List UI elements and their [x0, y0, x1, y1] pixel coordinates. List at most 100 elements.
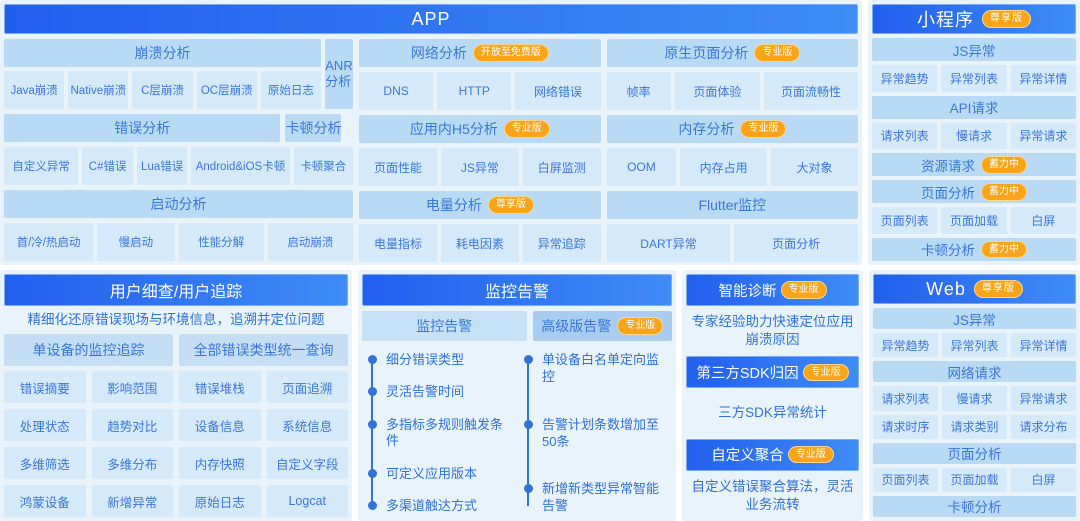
- flutter-header: Flutter监控: [606, 191, 858, 219]
- mini-js-header: JS异常: [872, 38, 1076, 62]
- user-trace-item: 页面追溯: [266, 371, 348, 404]
- user-trace-item: 处理状态: [4, 409, 86, 442]
- app-battery-item: 电量指标: [359, 224, 437, 262]
- smart-diagnosis-title: 智能诊断: [718, 283, 777, 300]
- alerting-basic-item: 灵活告警时间: [368, 384, 514, 401]
- web-network-item: 慢请求: [942, 386, 1007, 411]
- sdk-attribution-bar: 第三方SDK归因 专业版: [686, 356, 859, 389]
- app-network-item: 网络错误: [515, 72, 601, 110]
- network-header: 网络分析 开放至免费版: [359, 39, 601, 67]
- user-trace-item: 错误摘要: [4, 371, 86, 404]
- web-js-item: 异常趋势: [873, 333, 938, 358]
- app-error-item: Lua错误: [136, 147, 188, 185]
- user-trace-subheader: 全部错误类型统一查询: [179, 334, 348, 367]
- mini-api-items-row: 请求列表 慢请求 异常请求: [872, 122, 1076, 150]
- web-network-item: 请求列表: [873, 386, 938, 411]
- user-trace-item: 自定义字段: [266, 447, 348, 480]
- alerting-advanced-item: 新增新类型异常智能告警: [524, 481, 670, 515]
- mini-resource-header: 资源请求 蓄力中: [872, 153, 1076, 177]
- launch-header: 启动分析: [4, 190, 353, 218]
- mini-page-item: 白屏: [1010, 207, 1076, 234]
- user-trace-description: 精细化还原错误现场与环境信息，追溯并定位问题: [27, 312, 325, 327]
- app-columns: 崩溃分析 Java崩溃 Native崩溃 C层崩溃 OC层崩溃 原始日志 ANR…: [4, 39, 859, 262]
- upcoming-badge: 蓄力中: [981, 183, 1027, 201]
- web-network-items-row1: 请求列表 慢请求 异常请求: [873, 386, 1076, 411]
- native-page-items-row: 帧率 页面体验 页面流畅性: [606, 72, 858, 110]
- alerting-basic-item: 多指标多规则触发条件: [368, 417, 514, 451]
- web-page-item: 页面加载: [942, 467, 1007, 492]
- app-native-page-item: 页面体验: [674, 72, 761, 110]
- user-trace-item: 多维分布: [91, 447, 173, 480]
- upcoming-badge: 蓄力中: [981, 240, 1027, 259]
- user-trace-item: 原始日志: [179, 485, 261, 517]
- anr-analysis-cell: ANR 分析: [325, 39, 353, 109]
- user-trace-subheader: 单设备的监控追踪: [4, 334, 173, 367]
- alerting-subheaders: 监控告警 高级版告警 专业版: [362, 311, 672, 341]
- premium-badge: 尊享版: [487, 196, 534, 214]
- app-flutter-item: 页面分析: [734, 224, 859, 262]
- web-lag-header: 卡顿分析: [873, 495, 1076, 517]
- mini-page-items-row: 页面列表 页面加载 白屏: [872, 207, 1076, 234]
- memory-header: 内存分析 专业版: [606, 115, 858, 143]
- app-crash-item: 原始日志: [260, 71, 322, 109]
- section-diagnosis: 智能诊断 专业版 专家经验助力快速定位应用崩溃原因 第三方SDK归因 专业版 三…: [682, 270, 863, 521]
- user-trace-item: 趋势对比: [91, 409, 173, 442]
- app-crash-item: Java崩溃: [4, 71, 65, 109]
- section-user-trace: 用户细查/用户追踪 精细化还原错误现场与环境信息，追溯并定位问题 单设备的监控追…: [0, 270, 352, 521]
- app-native-page-item: 页面流畅性: [764, 72, 858, 110]
- app-memory-item: OOM: [606, 148, 677, 186]
- alerting-advanced-list: 单设备白名单定向监控 告警计划条数增加至50条 新增新类型异常智能告警: [524, 352, 670, 515]
- user-trace-title: 用户细查/用户追踪: [109, 284, 243, 301]
- lag-header: 卡顿分析: [285, 114, 342, 142]
- web-network-item: 请求类别: [942, 414, 1007, 439]
- pro-badge: 专业版: [802, 363, 849, 382]
- smart-diagnosis-description: 专家经验助力快速定位应用崩溃原因: [691, 313, 854, 348]
- web-network-item: 请求时序: [873, 414, 938, 439]
- premium-badge: 尊享版: [982, 10, 1031, 28]
- app-title-bar: APP: [4, 4, 858, 34]
- alerting-advanced-subheader: 高级版告警 专业版: [532, 311, 672, 341]
- app-error-item: 自定义异常: [4, 147, 79, 185]
- app-h5-item: JS异常: [440, 148, 519, 186]
- alerting-basic-item: 细分错误类型: [368, 352, 514, 369]
- app-h5-item: 页面性能: [359, 148, 437, 186]
- sdk-attribution-description: 三方SDK异常统计: [718, 405, 827, 421]
- h5-header: 应用内H5分析 专业版: [359, 115, 601, 143]
- error-header: 错误分析: [4, 114, 281, 142]
- mini-js-item: 异常列表: [941, 65, 1007, 92]
- app-network-item: HTTP: [437, 72, 512, 110]
- app-memory-item: 内存占用: [680, 148, 768, 186]
- section-app: APP 崩溃分析 Java崩溃 Native崩溃 C层崩溃 OC层崩溃: [0, 0, 862, 265]
- user-trace-item: 新增异常: [91, 485, 173, 517]
- user-trace-item: 设备信息: [179, 409, 261, 442]
- mini-api-header: API请求: [872, 95, 1076, 119]
- web-js-item: 异常列表: [942, 333, 1007, 358]
- mini-api-item: 请求列表: [872, 122, 938, 150]
- app-launch-item: 慢启动: [97, 223, 175, 261]
- smart-diagnosis-bar: 智能诊断 专业版: [686, 274, 859, 306]
- app-battery-item: 耗电因素: [440, 224, 519, 262]
- web-network-item: 请求分布: [1011, 414, 1076, 439]
- user-trace-item: 影响范围: [91, 371, 173, 404]
- crash-header: 崩溃分析: [4, 39, 321, 67]
- app-launch-item: 启动崩溃: [267, 223, 353, 261]
- app-battery-item: 异常追踪: [522, 224, 601, 262]
- web-page-item: 白屏: [1011, 467, 1076, 492]
- alerting-basic-item: 可定义应用版本: [368, 466, 514, 483]
- web-title: Web: [926, 278, 966, 299]
- miniprogram-title: 小程序: [917, 10, 974, 30]
- alerting-advanced-item: 告警计划条数增加至50条: [524, 417, 670, 451]
- sdk-attribution-title: 第三方SDK归因: [696, 365, 799, 382]
- mini-page-item: 页面加载: [941, 207, 1007, 234]
- custom-aggregation-bar: 自定义聚合 专业版: [686, 438, 859, 471]
- alerting-title-bar: 监控告警: [362, 274, 672, 306]
- app-launch-item: 首/冷/热启动: [4, 223, 94, 261]
- flutter-items-row: DART异常 页面分析: [606, 224, 859, 262]
- battery-items-row: 电量指标 耗电因素 异常追踪: [359, 224, 601, 262]
- free-badge: 开放至免费版: [472, 44, 549, 62]
- error-lag-headers: 错误分析 卡顿分析: [4, 114, 353, 142]
- app-col-network-h5-battery: 网络分析 开放至免费版 DNS HTTP 网络错误 应用内H5分析 专业版 页面…: [359, 39, 601, 262]
- native-page-header: 原生页面分析 专业版: [606, 39, 858, 67]
- pro-badge: 专业版: [617, 317, 664, 335]
